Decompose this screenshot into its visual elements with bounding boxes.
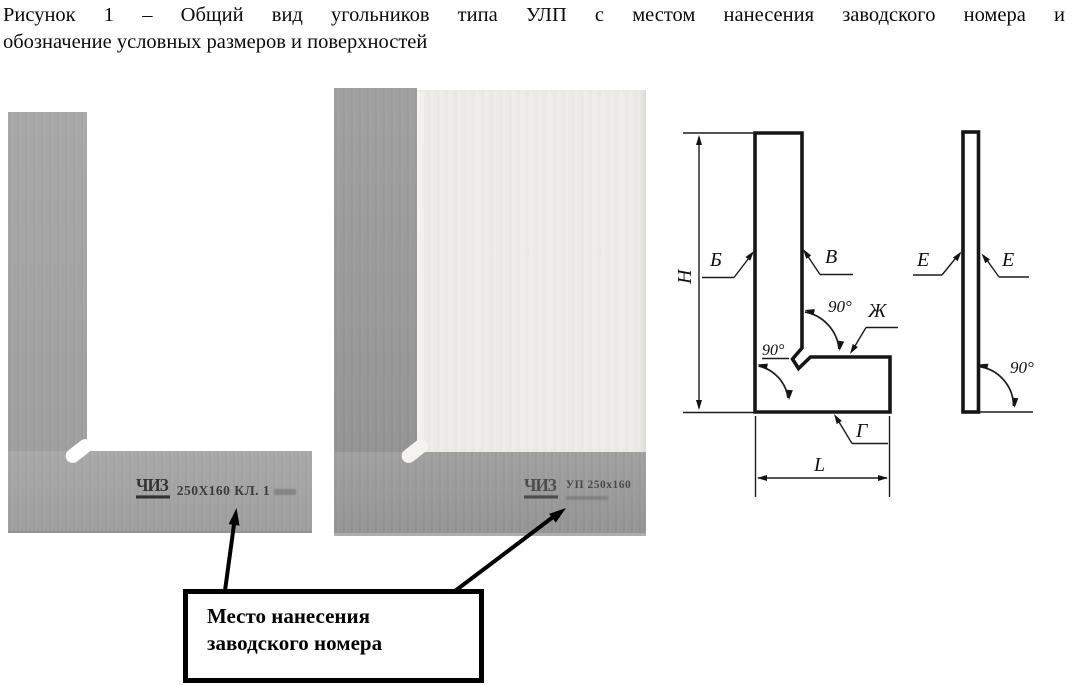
figure-caption: Рисунок 1 – Общий вид угольников типа УЛ… [3,2,1065,56]
surface-Zh-label: Ж [867,300,888,322]
square1-base [8,451,312,533]
illegible-serial-text [274,489,297,495]
callout-label-line1: Место нанесения [207,604,370,628]
square2-marking-text: УП 250х160 [565,479,632,491]
side-view-outline [961,130,981,414]
side-angle-label: 90° [1010,358,1034,377]
square1-marking: ЧИЗ 250Х160 КЛ. 1 [136,476,297,499]
figure-caption-line2: обозначение условных размеров и поверхно… [3,31,428,53]
photo2-blade-edge-highlight [417,92,425,452]
square1-marking-text: 250Х160 КЛ. 1 [176,483,271,498]
chiz-logo: ЧИЗ [136,476,170,499]
callout-label-box: Место нанесения заводского номера [183,589,484,683]
callout-label-line2: заводского номера [207,631,383,655]
surface-E-left-label: Е [916,249,929,271]
chiz-logo: ЧИЗ [524,476,558,499]
surface-G-label: Г [855,420,869,442]
front-view-outline [753,131,892,414]
technical-drawing: Н Б В 90° Ж 90° Г [674,130,1034,497]
photo2-inner-face [417,90,646,452]
dim-L-label: L [813,454,825,476]
surface-B-label: Б [709,249,722,271]
surface-V-label: В [825,246,837,268]
surface-E-right-label: Е [1001,249,1014,271]
square2-marking: ЧИЗ УП 250х160 [524,476,632,500]
illegible-serial-text [565,496,608,500]
square1-blade [8,112,87,451]
square2-blade [334,88,417,452]
inner-angle-label: 90° [828,297,852,316]
corner-angle-label: 90° [762,342,785,359]
figure-caption-line1: Рисунок 1 – Общий вид угольников типа УЛ… [3,4,1065,26]
dim-H-label: Н [674,268,696,285]
